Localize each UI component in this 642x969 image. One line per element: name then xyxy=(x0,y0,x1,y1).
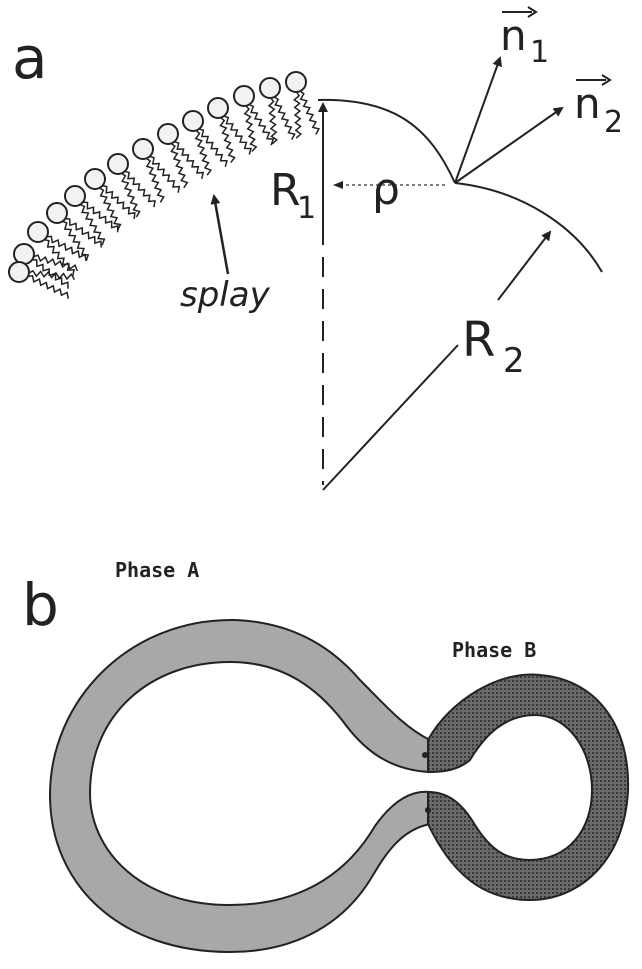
normal-2-label: n 2 xyxy=(574,75,623,140)
lipid-tail xyxy=(122,173,140,217)
radius-1-subscript: 1 xyxy=(297,191,316,226)
lipid-tail xyxy=(274,97,294,140)
lipid-head xyxy=(158,124,178,144)
lipid-tail xyxy=(80,205,104,246)
panel-b: b Phase A Phase B xyxy=(22,558,628,952)
lipid-head xyxy=(183,111,203,131)
splay-arrow xyxy=(214,196,228,274)
lipid-tail xyxy=(99,188,120,230)
panel-a: a n 1 n 2 xyxy=(9,7,623,490)
boundary-mark xyxy=(425,807,431,813)
radius-1-symbol: R xyxy=(270,165,301,216)
lipid-head xyxy=(85,169,105,189)
lipid-head xyxy=(208,98,228,118)
radius-2-arrow xyxy=(498,232,550,300)
normal-2-subscript: 2 xyxy=(604,105,623,140)
phase-b-domain xyxy=(428,674,628,900)
lipid-tail xyxy=(34,255,78,271)
normal-2-symbol: n xyxy=(574,79,601,128)
lipid-head xyxy=(65,186,85,206)
lipid-head xyxy=(234,86,254,106)
normal-1-arrow xyxy=(455,58,500,183)
radius-2-symbol: R xyxy=(462,312,495,368)
rho-arrowhead xyxy=(333,181,343,189)
lipid-head xyxy=(9,262,29,282)
lipid-head xyxy=(14,244,34,264)
radius-2-subscript: 2 xyxy=(503,341,525,381)
radius-2-label: R 2 xyxy=(462,312,525,381)
rho-label: ρ xyxy=(372,164,400,215)
lipid-tail xyxy=(294,92,301,138)
phase-b-label: Phase B xyxy=(452,638,536,662)
phase-a-domain xyxy=(50,620,430,952)
normal-1-symbol: n xyxy=(500,11,527,60)
lipid-head xyxy=(260,78,280,98)
boundary-mark xyxy=(422,752,428,758)
lipid-tail xyxy=(300,91,319,134)
radius-1-label: R 1 xyxy=(270,165,316,226)
panel-b-letter: b xyxy=(22,571,59,639)
panel-a-letter: a xyxy=(12,24,48,92)
normal-2-arrow xyxy=(455,108,562,183)
lipid-head xyxy=(47,203,67,223)
normal-1-subscript: 1 xyxy=(530,35,549,70)
radius-2-line xyxy=(323,345,458,490)
splay-label: splay xyxy=(180,275,271,315)
normal-1-label: n 1 xyxy=(500,7,549,70)
lipid-head xyxy=(286,72,306,92)
phase-a-label: Phase A xyxy=(115,558,199,582)
